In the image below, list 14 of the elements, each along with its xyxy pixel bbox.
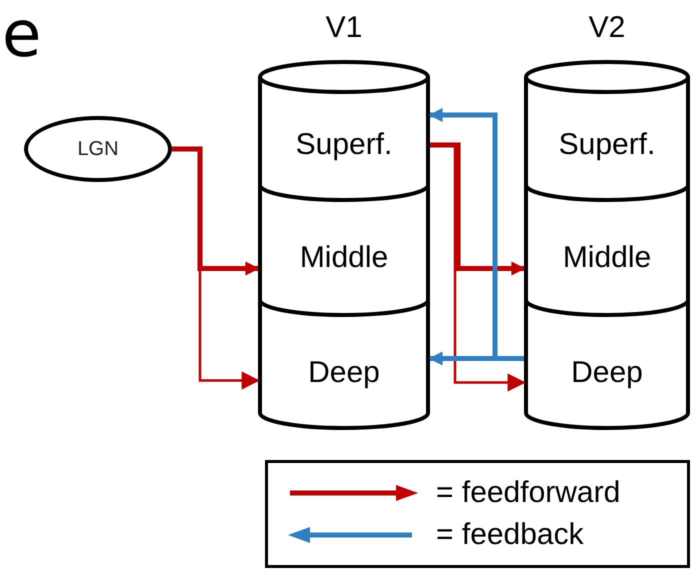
legend-label: = feedback: [436, 517, 584, 553]
arrow: [172, 146, 260, 276]
layer-label: Deep: [308, 354, 380, 390]
column-heading: V1: [326, 10, 362, 46]
node-label: LGN: [77, 137, 119, 162]
arrow: [430, 142, 526, 276]
layer-label: Superf.: [296, 127, 392, 163]
layer-label: Deep: [571, 354, 643, 390]
legend-label: = feedforward: [436, 475, 620, 511]
layer-label: Superf.: [558, 127, 656, 163]
column-heading: V2: [588, 10, 626, 46]
layer-label: Middle: [300, 240, 388, 276]
layer-label: Middle: [562, 240, 652, 276]
heading-fragment: e: [2, 0, 42, 70]
